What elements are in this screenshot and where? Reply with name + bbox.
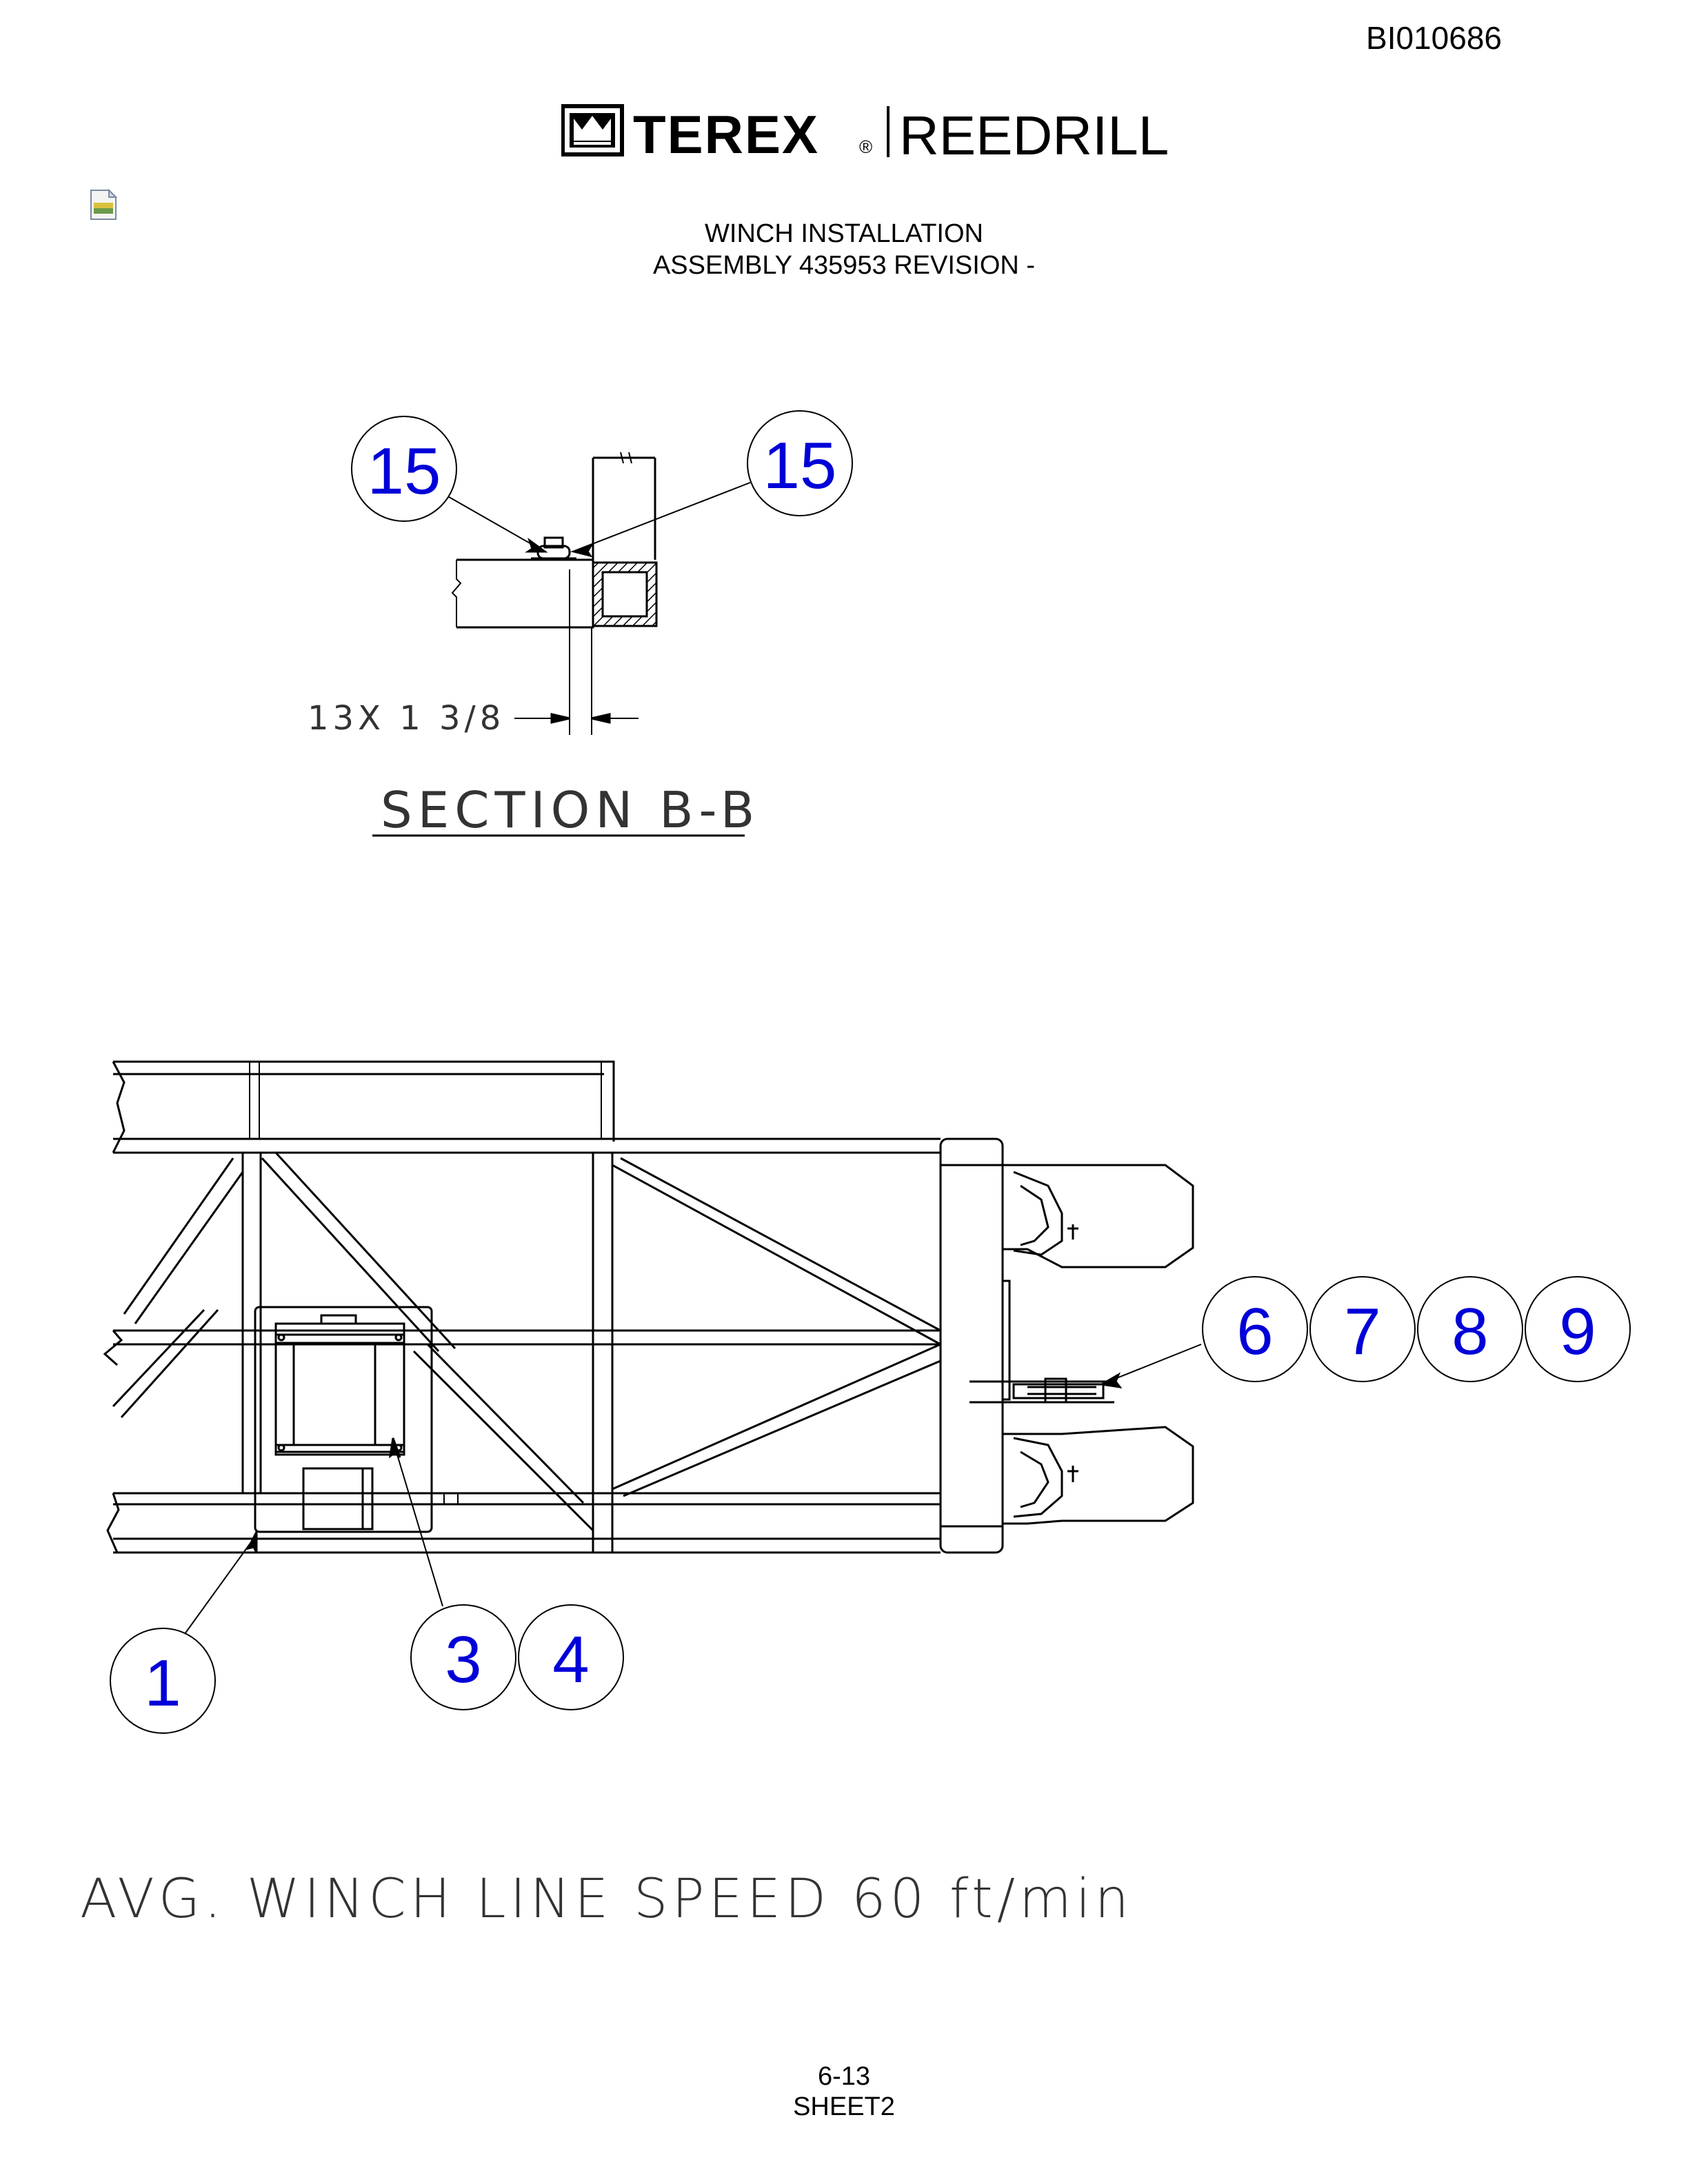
terex-reedrill-logo: TEREX ® REEDRILL [561, 104, 1169, 160]
sheet-label: SHEET2 [793, 2092, 895, 2121]
balloon-15-right-text: 15 [763, 429, 837, 503]
upper-sheave-bracket [1003, 1164, 1194, 1268]
logo-product: REEDRILL [899, 105, 1169, 160]
section-b-b-label: SECTION B-B [381, 781, 760, 839]
balloon-15-right [747, 410, 853, 516]
balloon-1 [110, 1628, 216, 1734]
title-line-1: WINCH INSTALLATION [705, 219, 983, 248]
document-id: BI010686 [1366, 20, 1502, 56]
winch-speed-note: AVG. WINCH LINE SPEED 60 ft/min [80, 1868, 1134, 1930]
leader-1 [184, 1534, 257, 1635]
balloon-3-text: 3 [445, 1623, 481, 1697]
balloon-6-text: 6 [1236, 1295, 1273, 1368]
document-icon[interactable] [88, 189, 119, 221]
balloon-4 [518, 1604, 624, 1710]
balloon-3 [410, 1604, 516, 1710]
logo-brand: TEREX [633, 104, 819, 160]
terex-crown-icon [561, 104, 624, 156]
balloon-8 [1417, 1276, 1523, 1382]
balloon-7-text: 7 [1344, 1295, 1380, 1368]
winch-housing [254, 1306, 459, 1533]
leader-3-4 [392, 1440, 443, 1607]
balloons [110, 410, 1631, 1734]
leader-15-right [576, 482, 751, 551]
page-footer: 6-13 SHEET2 [0, 2061, 1688, 2122]
balloon-15-left-text: 15 [368, 434, 441, 508]
balloon-9 [1525, 1276, 1631, 1382]
balloon-6 [1202, 1276, 1308, 1382]
leader-6-9 [1104, 1344, 1202, 1384]
logo-registered: ® [859, 136, 872, 157]
balloon-8-text: 8 [1451, 1295, 1488, 1368]
vertical-plate [592, 456, 656, 560]
end-plate [939, 1138, 1004, 1554]
lower-sheave-bracket [1003, 1426, 1194, 1525]
balloon-9-text: 9 [1559, 1295, 1596, 1368]
section-b-b-view [372, 452, 751, 837]
page-number: 6-13 [817, 2062, 871, 2091]
balloon-7 [1309, 1276, 1416, 1382]
section-dimension-label: 13X 1 3/8 [308, 699, 505, 738]
balloon-4-text: 4 [552, 1623, 589, 1697]
horizontal-beam [456, 558, 594, 629]
leader-15-left [445, 494, 543, 551]
boom-top-view [103, 1060, 1202, 1635]
title-line-2: ASSEMBLY 435953 REVISION - [652, 251, 1036, 280]
balloon-15-left [351, 416, 457, 522]
wire-rope-sheave [969, 1377, 1114, 1404]
balloon-1-text: 1 [144, 1646, 181, 1720]
drawing-title: WINCH INSTALLATION ASSEMBLY 435953 REVIS… [0, 218, 1688, 281]
